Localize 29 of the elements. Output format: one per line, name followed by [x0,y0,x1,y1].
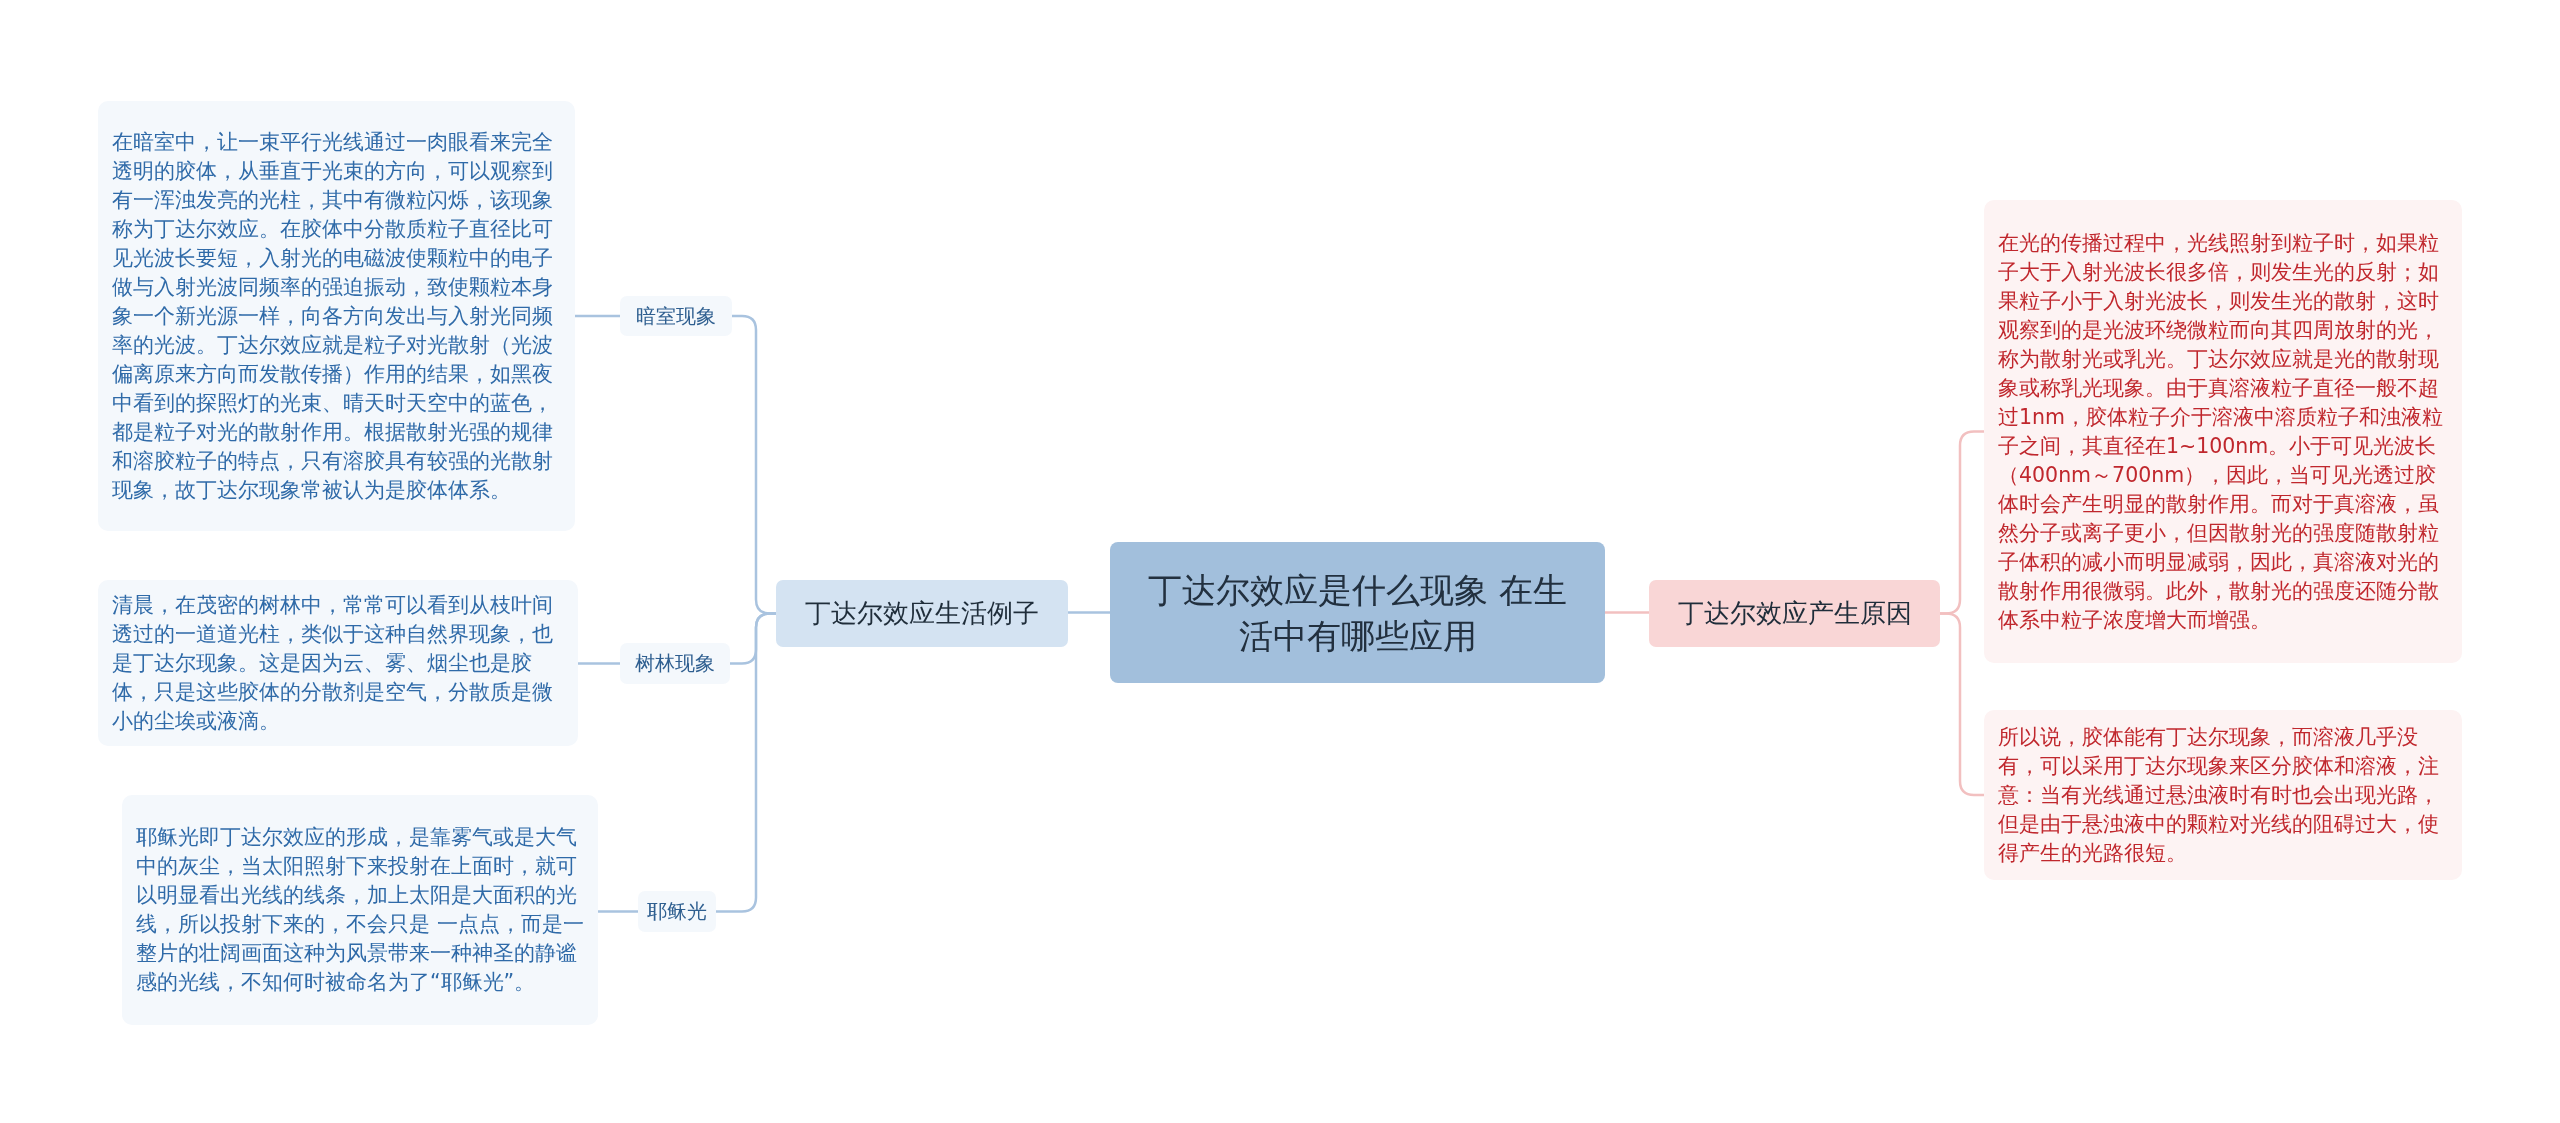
subtopic-text: 树林现象 [635,650,715,677]
topic-text: 丁达尔效应产生原因 [1677,597,1912,630]
connector-line [1605,611,1649,614]
branch-topic-box [776,580,1068,647]
connector-line [575,314,620,318]
subtopic-box [620,643,730,684]
connector-line [1068,611,1110,614]
note-text: 在光的传播过程中，光线照射到粒子时，如果粒子大于入射光波长很多倍，则发生光的反射；如果粒子小于入射光波长，则发生光的散射，这时观察到的是光波环绕微粒而向其四周放射的光，称为散射光或乳光。丁达尔效应就是光的散射现象或称乳光现象。由于真溶液粒子直径一般不超过1nm，胶体粒子介于溶液中溶质粒子和浊液粒子之间，其直径在1~100nm。小于可见光波长（400nm～700nm），因此，当可见光透过胶体时会产生明显的散射作用。而对于真溶液，虽然分子或离子更小，但因散射光的强度随散射粒子体积的减小而明显减弱，因此，真溶液对光的散射作用很微弱。此外，散射光的强度还随分散体系中粒子浓度增大而增强。 [1998,229,2444,634]
note-text: 清晨，在茂密的树林中，常常可以看到从枝叶间透过的一道道光柱，类似于这种自然界现象，也是丁达尔现象。这是因为云、雾、烟尘也是胶体，只是这些胶体的分散剂是空气，分散质是微小的尘埃或液滴。 [112,591,554,735]
connector-line [716,612,776,913]
note-text: 所以说，胶体能有丁达尔现象，而溶液几乎没有，可以采用丁达尔现象来区分胶体和溶液，注意：当有光线通过悬浊液时有时也会出现光路，但是由于悬浊液中的颗粒对光线的阻碍过大，使得产生的光路很短。 [1998,723,2440,867]
subtopic-box [638,891,716,932]
detail-note-box [98,101,575,531]
note-text: 在暗室中，让一束平行光线通过一肉眼看来完全透明的胶体，从垂直于光束的方向，可以观察到有一浑浊发亮的光柱，其中有微粒闪烁，该现象称为丁达尔效应。在胶体中分散质粒子直径比可见光波长要短，入射光的电磁波使颗粒中的电子做与入射光波同频率的强迫振动，致使颗粒本身象一个新光源一样，向各方向发出与入射光同频率的光波。丁达尔效应就是粒子对光散射（光波偏离原来方向而发散传播）作用的结果，如黑夜中看到的探照灯的光束、晴天时天空中的蓝色，都是粒子对光的散射作用。根据散射光强的规律和溶胶粒子的特点，只有溶胶具有较强的光散射现象，故丁达尔现象常被认为是胶体体系。 [112,128,554,504]
detail-note-box [1984,710,2462,880]
note-text: 耶稣光即丁达尔效应的形成，是靠雾气或是大气中的灰尘，当太阳照射下来投射在上面时，就可以明显看出光线的线条，加上太阳是大面积的光线，所以投射下来的，不会只是 一点点，而是一整片的壮阔画面这种为风景带来一种神圣的静谧感的光线，不知何时被命名为了“耶稣光”。 [136,824,584,996]
subtopic-text: 耶稣光 [647,898,707,925]
central-topic-box [1110,542,1605,683]
connector-line [578,662,620,665]
detail-note-box [122,795,598,1025]
detail-note-box [1984,200,2462,663]
connector-line [598,910,638,913]
topic-text: 丁达尔效应是什么现象 在生活中有哪些应用 [1147,568,1568,658]
connector-line [1940,612,1984,797]
subtopic-box [620,296,732,336]
subtopic-text: 暗室现象 [636,302,716,330]
topic-text: 丁达尔效应生活例子 [805,597,1039,630]
branch-topic-box [1649,580,1940,647]
detail-note-box [98,580,578,746]
